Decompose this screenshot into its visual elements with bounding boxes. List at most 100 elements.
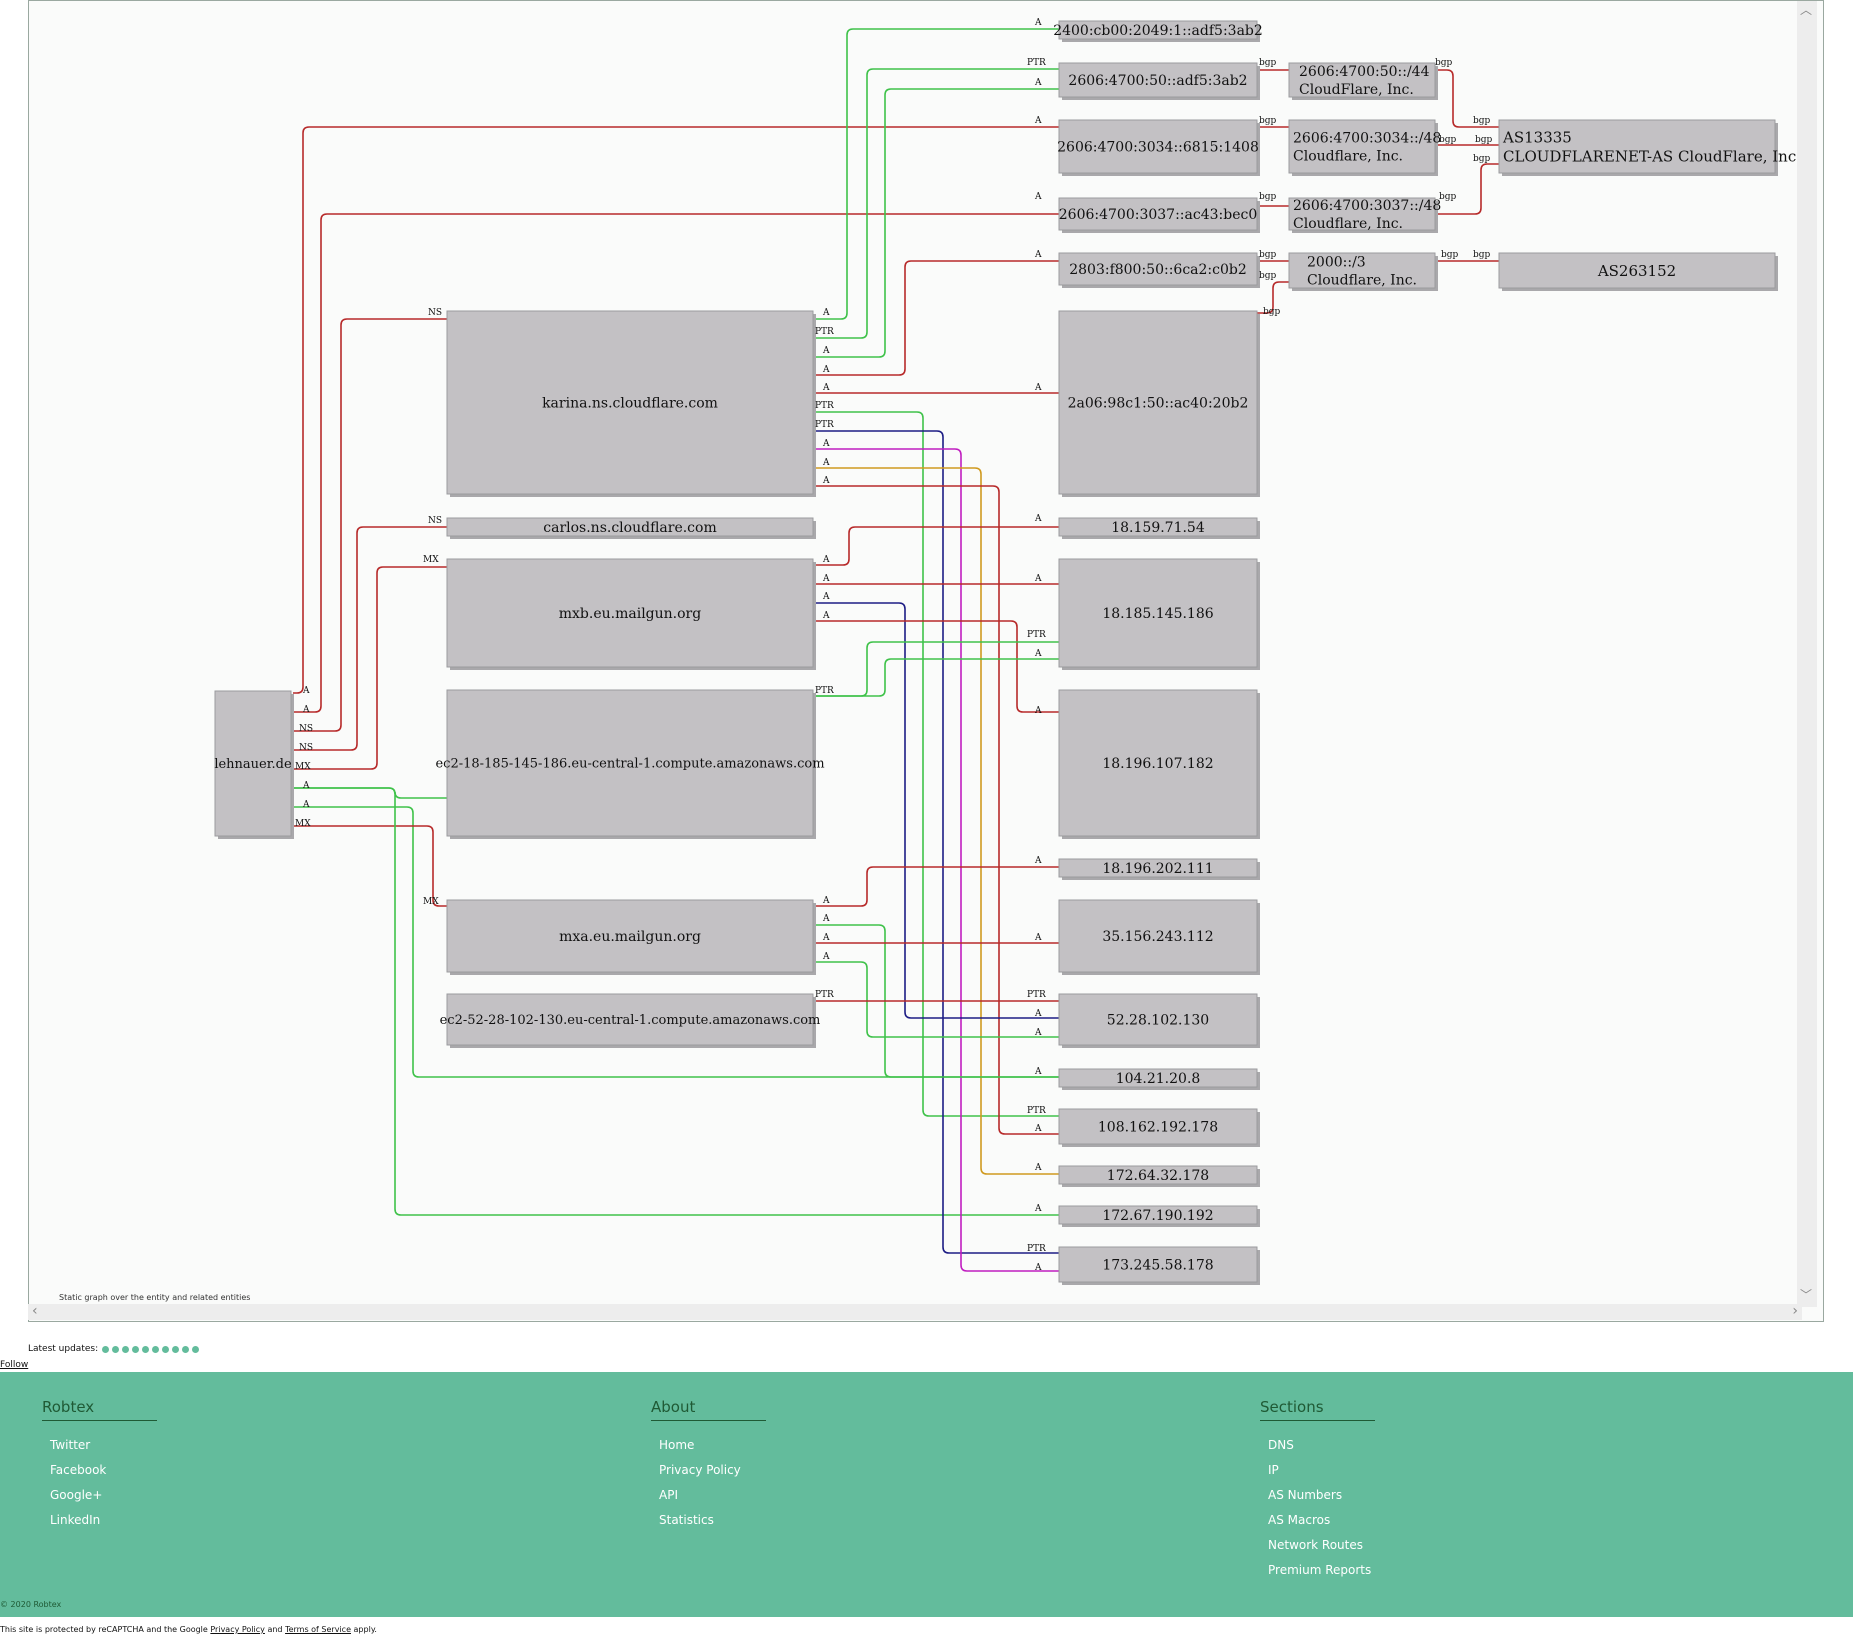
update-dot[interactable] [172, 1345, 180, 1353]
graph-node-ip4_3[interactable]: 18.196.107.182 [1058, 689, 1260, 839]
graph-node-ip4_2[interactable]: 18.185.145.186 [1058, 558, 1260, 670]
node-box[interactable] [1058, 1246, 1258, 1283]
footer-link-home[interactable]: Home [659, 1438, 695, 1452]
vertical-scrollbar[interactable]: ︿ ﹀ [1797, 1, 1817, 1307]
graph-node-ip6_5[interactable]: 2803:f800:50::6ca2:c0b2 [1058, 252, 1260, 288]
graph-node-ip4_5[interactable]: 35.156.243.112 [1058, 899, 1260, 975]
footer-link-premium-reports[interactable]: Premium Reports [1268, 1563, 1372, 1577]
node-box[interactable] [446, 558, 814, 668]
scroll-left-icon[interactable]: ‹ [32, 1303, 38, 1319]
graph-node-ec2b[interactable]: ec2-52-28-102-130.eu-central-1.compute.a… [440, 993, 821, 1048]
node-box[interactable] [1058, 1068, 1258, 1088]
recaptcha-terms-link[interactable]: Terms of Service [285, 1625, 351, 1634]
route-edge [293, 787, 447, 799]
scroll-right-icon[interactable]: › [1792, 1303, 1798, 1319]
update-dot[interactable] [142, 1345, 150, 1353]
node-box[interactable] [1498, 252, 1776, 289]
update-dot[interactable] [192, 1345, 200, 1353]
graph-node-lehnauer[interactable]: lehnauer.de [214, 690, 294, 839]
update-dot[interactable] [152, 1345, 160, 1353]
graph-node-ip4_8[interactable]: 108.162.192.178 [1058, 1108, 1260, 1147]
edge-label: PTR [1027, 990, 1046, 1000]
node-box[interactable] [1058, 517, 1258, 537]
footer-link-ip[interactable]: IP [1268, 1463, 1279, 1477]
update-dot[interactable] [112, 1345, 120, 1353]
node-box[interactable] [446, 310, 814, 495]
node-box[interactable] [1058, 252, 1258, 286]
graph-node-mxb[interactable]: mxb.eu.mailgun.org [446, 558, 816, 670]
footer-link-statistics[interactable]: Statistics [659, 1513, 714, 1527]
node-box[interactable] [1058, 197, 1258, 231]
graph-node-as_2[interactable]: AS263152 [1498, 252, 1778, 291]
node-box[interactable] [1058, 993, 1258, 1046]
footer-link-dns[interactable]: DNS [1268, 1438, 1294, 1452]
node-box[interactable] [446, 689, 814, 837]
node-box[interactable] [214, 690, 292, 837]
footer-link-googleplus[interactable]: Google+ [50, 1488, 103, 1502]
node-box[interactable] [1058, 62, 1258, 98]
node-box[interactable] [1288, 252, 1436, 289]
graph-node-ip4_1[interactable]: 18.159.71.54 [1058, 517, 1260, 539]
graph-node-ec2a[interactable]: ec2-18-185-145-186.eu-central-1.compute.… [435, 689, 825, 839]
graph-node-ip4_10[interactable]: 172.67.190.192 [1058, 1205, 1260, 1227]
graph-node-ip4_11[interactable]: 173.245.58.178 [1058, 1246, 1260, 1285]
update-dots[interactable] [102, 1345, 200, 1353]
update-dot[interactable] [132, 1345, 140, 1353]
node-box[interactable] [1288, 62, 1436, 98]
footer-link-twitter[interactable]: Twitter [50, 1438, 91, 1452]
footer-link-as-numbers[interactable]: AS Numbers [1268, 1488, 1343, 1502]
footer-link-api[interactable]: API [659, 1488, 678, 1502]
scroll-down-icon[interactable]: ﹀ [1800, 1288, 1813, 1302]
follow-link[interactable]: Follow [0, 1360, 29, 1370]
edge-label: NS [428, 516, 442, 526]
graph-node-ip4_4[interactable]: 18.196.202.111 [1058, 858, 1260, 880]
graph-node-ip6_3[interactable]: 2606:4700:3034::6815:1408 [1057, 119, 1260, 176]
graph-node-ip6_1[interactable]: 2400:cb00:2049:1::adf5:3ab2 [1053, 20, 1263, 42]
entity-graph[interactable]: lehnauer.de karina.ns.cloudflare.com carlo… [29, 1, 1823, 1301]
node-box[interactable] [1498, 119, 1776, 174]
graph-node-ip6_4[interactable]: 2606:4700:3037::ac43:bec0 [1058, 197, 1260, 233]
node-box[interactable] [1058, 20, 1258, 40]
route-edge [813, 467, 1059, 1175]
graph-node-ip4_6[interactable]: 52.28.102.130 [1058, 993, 1260, 1048]
node-box[interactable] [1058, 1108, 1258, 1145]
graph-node-karina[interactable]: karina.ns.cloudflare.com [446, 310, 816, 497]
node-box[interactable] [446, 993, 814, 1046]
graph-node-carlos[interactable]: carlos.ns.cloudflare.com [446, 517, 816, 539]
footer-link-as-macros[interactable]: AS Macros [1268, 1513, 1331, 1527]
recaptcha-privacy-link[interactable]: Privacy Policy [210, 1625, 265, 1634]
node-box[interactable] [1058, 119, 1258, 174]
update-dot[interactable] [122, 1345, 130, 1353]
graph-node-ip4_9[interactable]: 172.64.32.178 [1058, 1165, 1260, 1187]
footer-link-linkedin[interactable]: LinkedIn [50, 1513, 101, 1527]
node-box[interactable] [1058, 1165, 1258, 1185]
edge-label: bgp [1259, 58, 1277, 68]
graph-node-mxa[interactable]: mxa.eu.mailgun.org [446, 899, 816, 975]
node-box[interactable] [1058, 1205, 1258, 1225]
update-dot[interactable] [102, 1345, 110, 1353]
graph-node-ip6_2[interactable]: 2606:4700:50::adf5:3ab2 [1058, 62, 1260, 100]
node-box[interactable] [1288, 119, 1436, 174]
node-box[interactable] [1288, 197, 1436, 231]
node-box[interactable] [1058, 858, 1258, 878]
footer-link-privacy[interactable]: Privacy Policy [659, 1463, 741, 1477]
node-box[interactable] [446, 517, 814, 537]
footer-link-network-routes[interactable]: Network Routes [1268, 1538, 1364, 1552]
graph-node-ip6_6[interactable]: 2a06:98c1:50::ac40:20b2 [1058, 310, 1260, 497]
graph-node-ip4_7[interactable]: 104.21.20.8 [1058, 1068, 1260, 1090]
node-box[interactable] [1058, 558, 1258, 668]
node-box[interactable] [446, 899, 814, 973]
horizontal-scrollbar[interactable]: ‹ › [28, 1303, 1802, 1320]
footer-link-facebook[interactable]: Facebook [50, 1463, 107, 1477]
update-dot[interactable] [182, 1345, 190, 1353]
node-box[interactable] [1058, 310, 1258, 495]
scroll-up-icon[interactable]: ︿ [1800, 3, 1813, 17]
node-box[interactable] [1058, 899, 1258, 973]
node-box[interactable] [1058, 689, 1258, 837]
update-dot[interactable] [162, 1345, 170, 1353]
